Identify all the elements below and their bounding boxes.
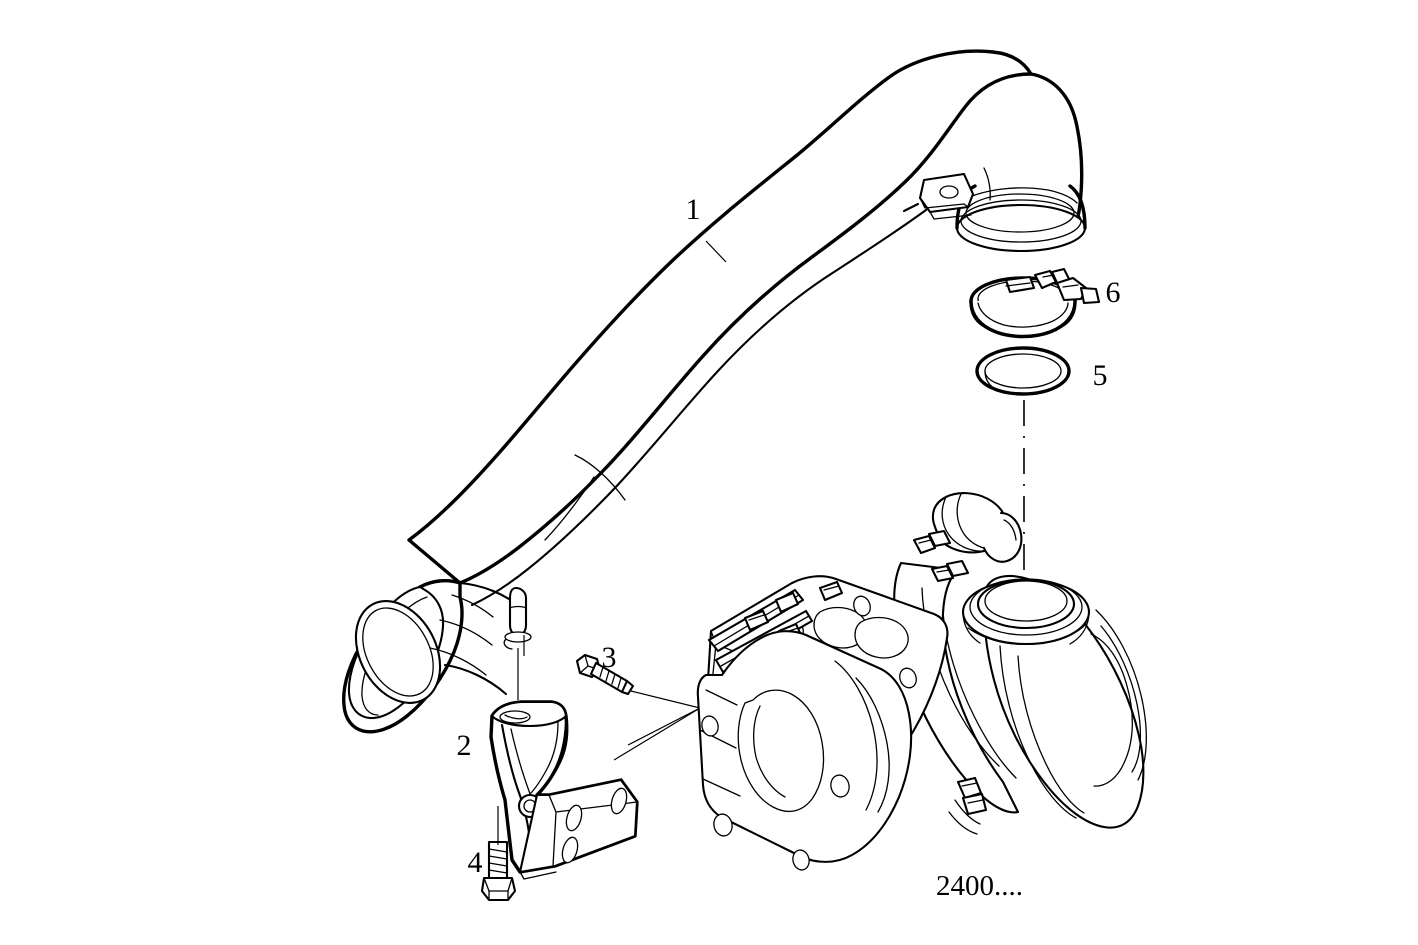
pipe-flange-outer: [955, 203, 1087, 253]
callout-4: 4: [468, 846, 483, 879]
clamp-tension-bolt: [1033, 267, 1101, 305]
turbo-inlet-bore: [976, 578, 1076, 630]
part-hex-bolt-lower: [480, 840, 517, 902]
assembly-reference-text: 2400....: [936, 870, 1023, 902]
callout-2: 2: [457, 729, 472, 762]
bracket-slot-2: [565, 804, 583, 832]
pipe-bellmouth-end: [342, 578, 521, 734]
turbo-wastegate-linkage: [948, 776, 988, 835]
part-hex-bolt-upper: [575, 653, 635, 696]
part-mounting-bracket: [489, 700, 639, 880]
sealing-ring-inner: [984, 353, 1062, 389]
pipe-lower-lug: [503, 586, 532, 650]
callout-6: 6: [1106, 276, 1121, 309]
turbo-flange-bolts: [912, 529, 970, 583]
bracket-slot-1: [610, 787, 628, 815]
bolt4-head: [480, 876, 517, 902]
pipe-elbow-mounting-tab: [902, 172, 975, 220]
bracket-slot-3: [561, 836, 579, 864]
leader-bolt3-b: [627, 707, 701, 746]
part-turbocharger: [696, 492, 1147, 871]
part-v-band-clamp: [969, 267, 1101, 339]
bracket-top-hole: [499, 710, 531, 724]
callout-5: 5: [1093, 359, 1108, 392]
part-sealing-ring: [975, 346, 1071, 396]
callout-1: 1: [686, 193, 701, 226]
part-air-intake-pipe: [342, 49, 1087, 734]
callout-3: 3: [602, 641, 617, 674]
